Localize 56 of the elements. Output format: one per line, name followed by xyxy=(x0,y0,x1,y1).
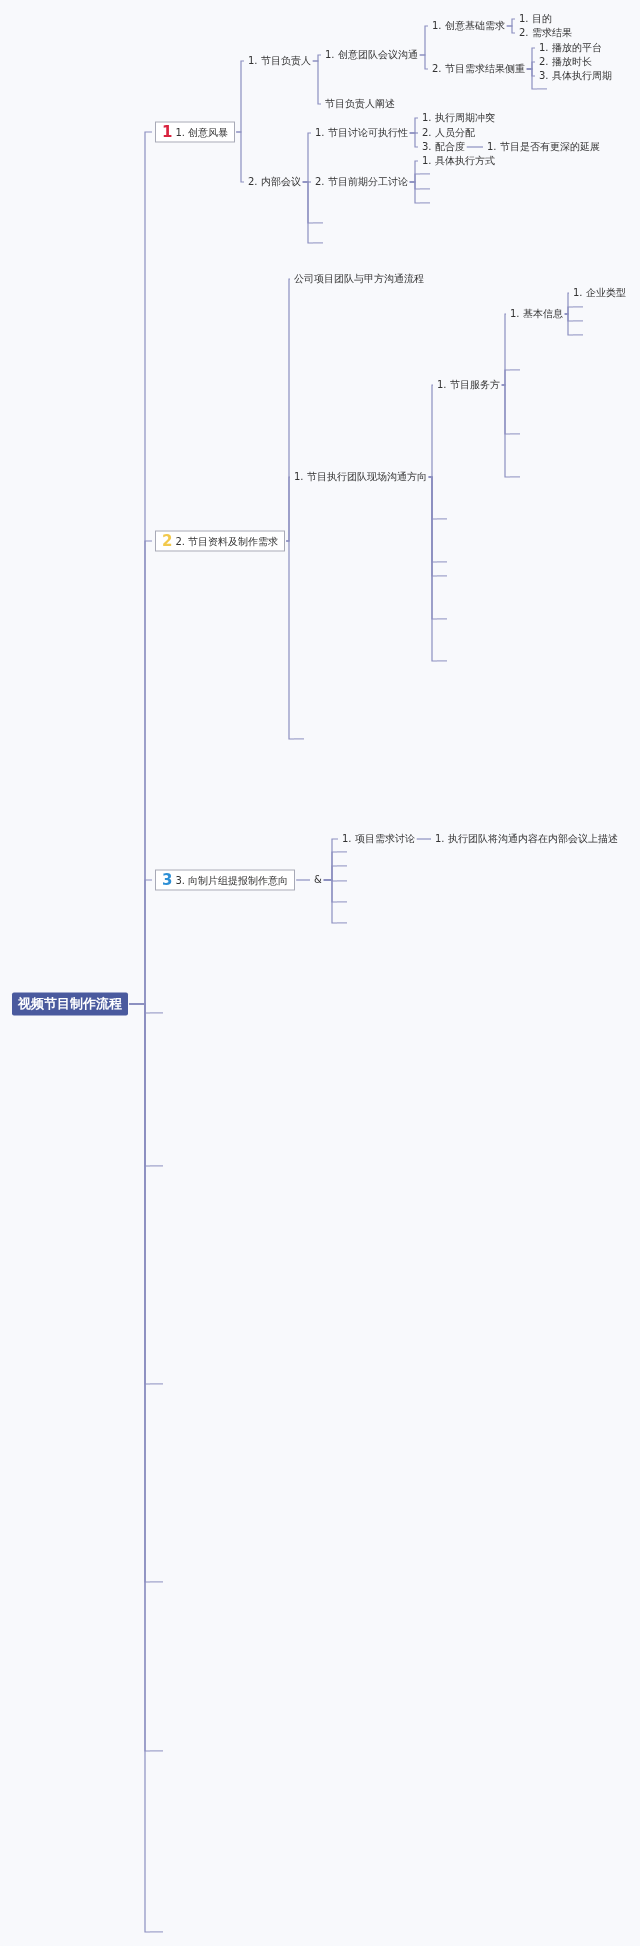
branch-label: 节目负责人阐述 xyxy=(324,98,396,110)
branch-label: 公司项目团队与甲方沟通流程 xyxy=(293,273,425,285)
topic-label: 1. 创意风暴 xyxy=(175,125,229,139)
root-topic-box: 视频节目制作流程 xyxy=(12,992,128,1016)
branch-label: 2. 人员分配 xyxy=(421,127,476,139)
connector-line xyxy=(302,181,314,244)
connector-line xyxy=(323,879,338,924)
branch-label: 1. 项目需求讨论 xyxy=(341,833,416,845)
connector-line xyxy=(428,476,438,662)
connector-line xyxy=(295,879,311,881)
branch-label: 2. 节目前期分工讨论 xyxy=(314,176,409,188)
branch-label: 1. 节目是否有更深的延展 xyxy=(486,141,601,153)
connector-line xyxy=(506,25,516,34)
connector-line xyxy=(312,60,322,105)
connector-line xyxy=(501,369,511,386)
topic-box xyxy=(155,869,296,891)
topic-box xyxy=(155,121,236,143)
connector-line xyxy=(416,838,432,840)
connector-line xyxy=(501,384,511,478)
priority-number: 3 xyxy=(162,872,173,888)
branch-label: 1. 节目负责人 xyxy=(247,55,312,67)
branch-label: 1. 目的 xyxy=(518,13,553,25)
topic-label: 2. 节目资料及制作需求 xyxy=(175,534,279,548)
branch-label: 1. 节目服务方 xyxy=(436,379,501,391)
branch-label: & xyxy=(313,874,323,886)
priority-number: 1 xyxy=(162,124,173,140)
branch-label: 1. 执行周期冲突 xyxy=(421,112,496,124)
branch-label: 1. 具体执行方式 xyxy=(421,155,496,167)
branch-label: 1. 创意基础需求 xyxy=(431,20,506,32)
connector-line xyxy=(235,131,245,183)
branch-label: 3. 配合度 xyxy=(421,141,466,153)
connector-line xyxy=(526,68,538,90)
branch-label: 2. 播放时长 xyxy=(538,56,593,68)
branch-label: 3. 具体执行周期 xyxy=(538,70,613,82)
topic-box xyxy=(155,530,286,552)
connector-line xyxy=(419,54,429,70)
connector-line xyxy=(285,476,291,542)
branch-label: 1. 基本信息 xyxy=(509,308,564,320)
branch-label: 2. 节目需求结果侧重 xyxy=(431,63,526,75)
connector-line xyxy=(564,313,574,336)
connector-line xyxy=(409,181,421,204)
connector-line xyxy=(409,132,419,148)
branch-label: 1. 节目执行团队现场沟通方向 xyxy=(293,471,428,483)
branch-label: 1. 执行团队将沟通内容在内部会议上描述 xyxy=(434,833,619,845)
connector-line xyxy=(564,306,574,315)
branch-label: 1. 播放的平台 xyxy=(538,42,603,54)
branch-label: 2. 需求结果 xyxy=(518,27,573,39)
connector-line xyxy=(285,540,295,740)
branch-label: 2. 内部会议 xyxy=(247,176,302,188)
topic-label: 3. 向制片组提报制作意向 xyxy=(175,873,289,887)
branch-label: 1. 企业类型 xyxy=(572,287,627,299)
branch-label: 1. 节目讨论可执行性 xyxy=(314,127,409,139)
connector-line xyxy=(428,384,434,478)
connector-line xyxy=(466,146,484,148)
branch-label: 1. 创意团队会议沟通 xyxy=(324,49,419,61)
priority-number: 2 xyxy=(162,533,173,549)
